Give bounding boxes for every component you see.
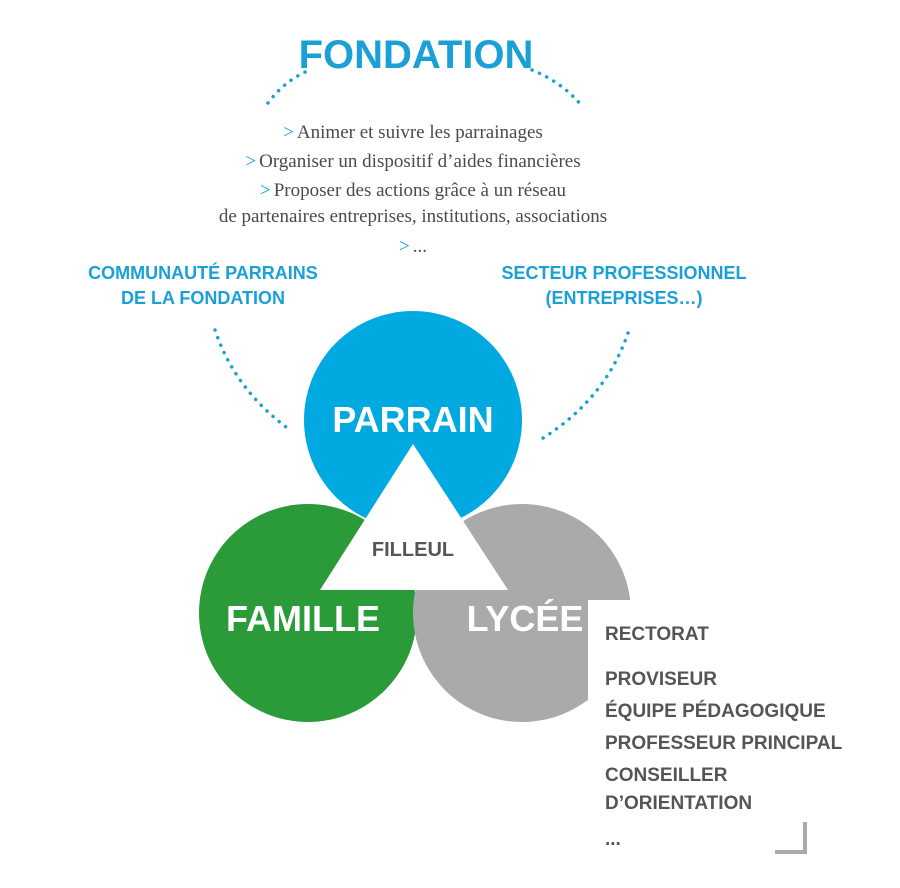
mission-item: >...	[399, 236, 427, 257]
list-item: ÉQUIPE PÉDAGOGIQUE	[605, 700, 826, 722]
lycee-label: LYCÉE	[467, 598, 584, 639]
list-item: PROFESSEUR PRINCIPAL	[605, 733, 843, 754]
filleul-triangle	[320, 444, 508, 590]
right-group-line2: (ENTREPRISES…)	[545, 288, 702, 308]
parrain-label: PARRAIN	[332, 399, 493, 440]
mission-item: >Proposer des actions grâce à un réseau	[260, 180, 566, 201]
list-item: ...	[605, 829, 621, 850]
mission-item: >Organiser un dispositif d’aides financi…	[245, 151, 580, 172]
diagram-title: FONDATION	[299, 33, 534, 77]
list-item: D’ORIENTATION	[605, 793, 752, 814]
bullet-marker: >	[283, 122, 294, 143]
corner-bracket	[775, 822, 807, 854]
bullet-marker: >	[260, 180, 271, 201]
left-group-line1: COMMUNAUTÉ PARRAINS	[88, 262, 318, 283]
left-group-line2: DE LA FONDATION	[121, 288, 285, 308]
missions-list: >Animer et suivre les parrainages >Organ…	[219, 122, 607, 257]
dotted-arc-top-right	[530, 68, 584, 108]
right-group-line1: SECTEUR PROFESSIONNEL	[501, 263, 746, 283]
dotted-arc-right	[538, 331, 630, 442]
dotted-arc-top-left	[266, 68, 312, 105]
list-heading: RECTORAT	[605, 624, 709, 645]
dotted-arc-left	[213, 328, 292, 432]
list-backdrop	[588, 600, 900, 888]
filleul-label: FILLEUL	[372, 539, 454, 561]
mission-item: >Animer et suivre les parrainages	[283, 122, 543, 143]
mission-item-continuation: de partenaires entreprises, institutions…	[219, 206, 607, 227]
lycee-list: RECTORAT PROVISEUR ÉQUIPE PÉDAGOGIQUE PR…	[605, 624, 843, 850]
list-item: CONSEILLER	[605, 765, 728, 786]
parrain-circle	[304, 311, 522, 529]
bullet-marker: >	[399, 236, 410, 257]
bullet-marker: >	[245, 151, 256, 172]
famille-label: FAMILLE	[226, 598, 380, 639]
list-item: PROVISEUR	[605, 669, 717, 690]
